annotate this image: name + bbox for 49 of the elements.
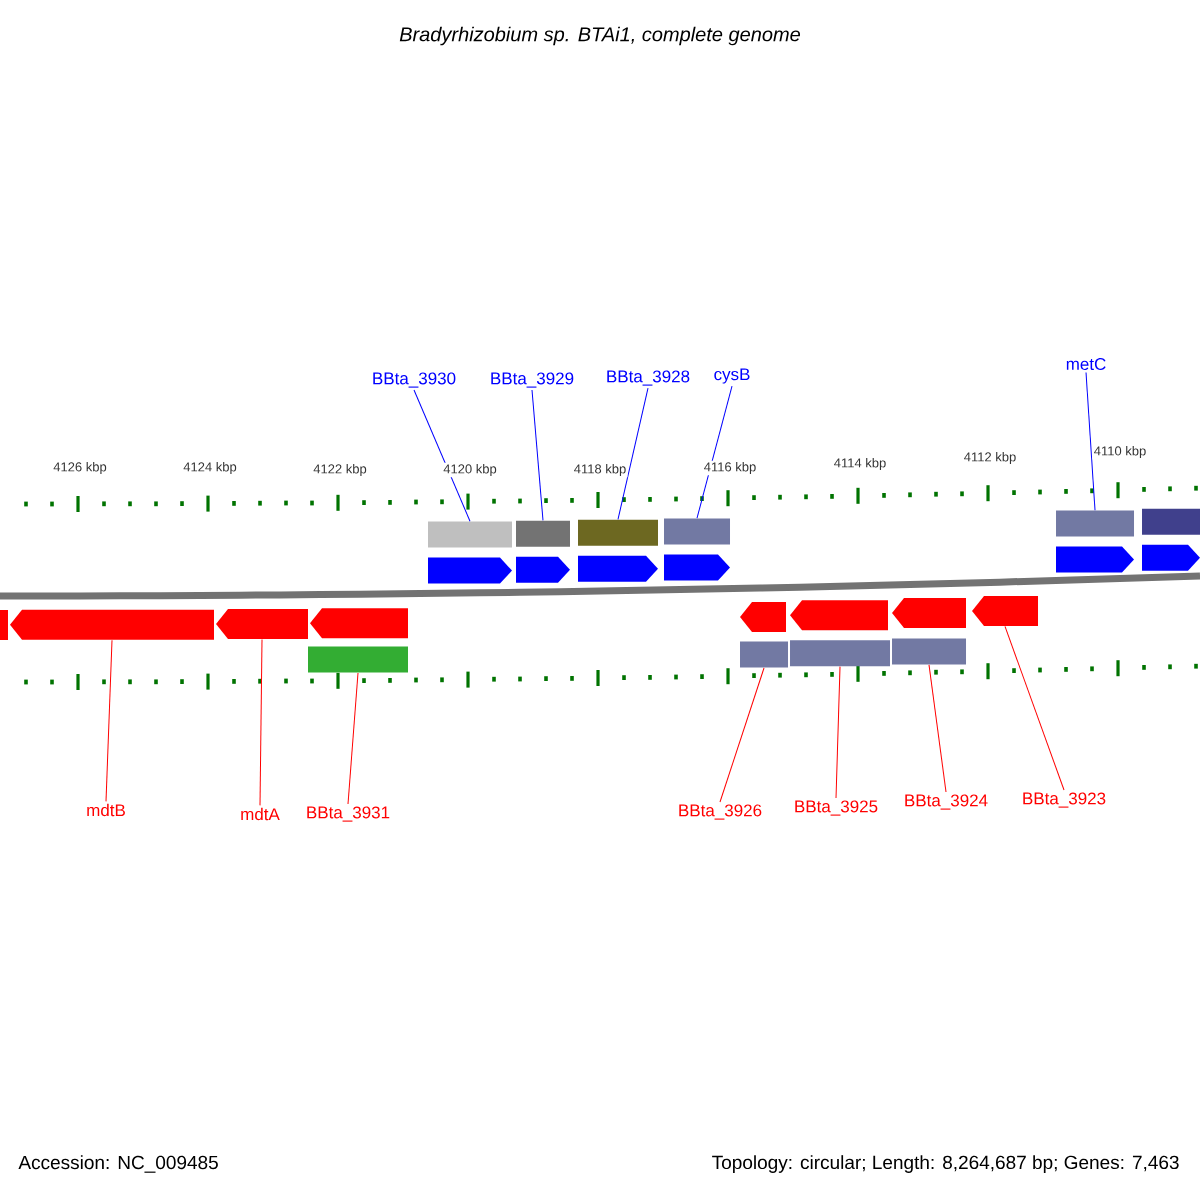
gene-block <box>1056 546 1134 573</box>
gene-bar <box>740 641 788 668</box>
gene-bar <box>1142 508 1200 535</box>
title: Bradyrhizobium sp. BTAi1, complete genome <box>399 26 801 46</box>
leader-line <box>835 666 841 799</box>
gene-block <box>0 610 8 640</box>
gene-block <box>790 600 888 631</box>
gene-block <box>578 555 658 582</box>
leader-line <box>347 672 359 805</box>
gene-label: metC <box>1066 358 1106 370</box>
leader-line <box>105 639 113 802</box>
leader-line <box>413 389 471 522</box>
gene-label: BBta_3925 <box>795 800 878 816</box>
gene-bar <box>308 646 408 673</box>
footer-text: Accession: NC_009485 <box>18 1155 218 1173</box>
gene-label: BBta_3930 <box>373 372 456 388</box>
gene-bar <box>578 519 658 546</box>
gene-label: mdtB <box>87 803 125 817</box>
leader-line <box>617 387 649 520</box>
gene-bar <box>1056 510 1134 537</box>
gene-bar <box>664 518 730 545</box>
gene-bar <box>516 520 570 547</box>
gene-block <box>740 602 786 632</box>
gene-block <box>216 609 308 639</box>
gene-block <box>310 608 408 639</box>
gene-block <box>972 596 1038 626</box>
gene-label: BBta_3929 <box>491 372 574 388</box>
gene-bar <box>892 638 966 665</box>
gene-bar <box>428 521 512 548</box>
gene-label: BBta_3923 <box>1023 792 1106 808</box>
gene-block <box>1142 544 1200 571</box>
gene-label: BBta_3931 <box>307 806 390 822</box>
leader-line <box>1004 625 1065 791</box>
gene-block <box>664 554 730 581</box>
gene-block <box>516 556 570 583</box>
leader-line <box>928 664 947 793</box>
leader-line <box>531 389 544 521</box>
gene-label: BBta_3926 <box>679 804 762 820</box>
leader-line <box>719 667 765 803</box>
gene-label: BBta_3928 <box>607 370 690 386</box>
gene-label: mdtA <box>241 807 280 821</box>
gene-label: cysB <box>714 368 750 384</box>
gene-block <box>892 598 966 628</box>
leader-line <box>696 385 733 519</box>
footer-text: Topology: circular; Length: 8,264,687 bp; Genes: 7,463 <box>712 1155 1179 1173</box>
gene-label: BBta_3924 <box>905 794 988 810</box>
gene-block <box>428 557 512 584</box>
leader-line <box>1085 371 1096 511</box>
leader-line <box>259 638 263 806</box>
